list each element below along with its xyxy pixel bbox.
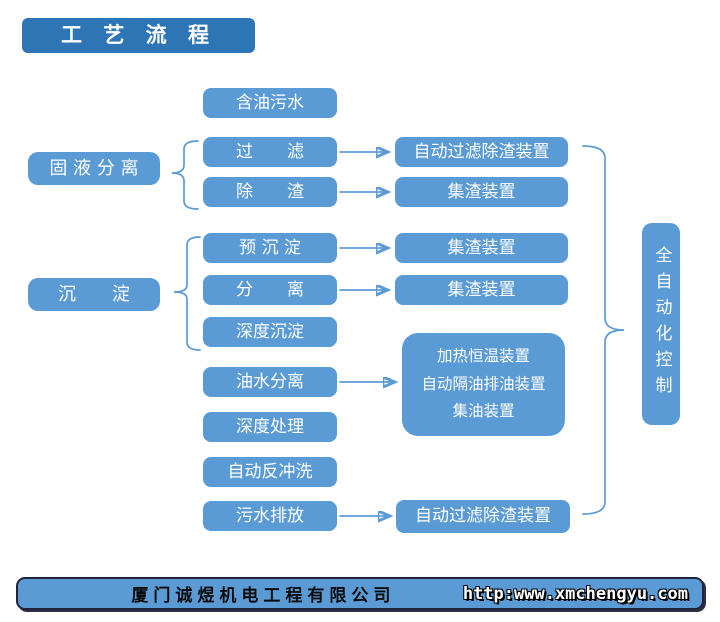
box-deep-treatment: 深度处理 [203, 412, 337, 442]
box-slag-collection-device-3: 集渣装置 [395, 275, 568, 305]
combo-line-oil-collect: 集油装置 [452, 402, 515, 421]
box-oil-water-separation: 油水分离 [203, 367, 337, 397]
box-filtration: 过 滤 [203, 137, 337, 167]
box-auto-filter-deslag-device-top: 自动过滤除渣装置 [395, 137, 568, 167]
box-separation: 分 离 [203, 275, 337, 305]
box-oil-handling-devices: 加热恒温装置 自动隔油排油装置 集油装置 [402, 333, 565, 436]
box-sedimentation: 沉 淀 [28, 278, 160, 311]
combo-line-heating: 加热恒温装置 [436, 347, 530, 366]
box-auto-backwash: 自动反冲洗 [203, 457, 337, 487]
box-full-automatic-control: 全自动化控制 [642, 223, 680, 425]
brace-auto-control [582, 145, 625, 515]
footer-bar: 厦门诚煜机电工程有限公司 http:www.xmchengyu.com [16, 577, 704, 610]
box-pre-sedimentation: 预 沉 淀 [203, 233, 337, 263]
page-title: 工 艺 流 程 [22, 18, 255, 53]
company-name: 厦门诚煜机电工程有限公司 [131, 586, 396, 606]
box-deep-sedimentation: 深度沉淀 [203, 317, 337, 347]
website-url: http:www.xmchengyu.com [462, 583, 688, 604]
combo-line-oil-drain: 自动隔油排油装置 [421, 374, 546, 393]
brace-sediment-group [173, 236, 201, 351]
box-slag-removal: 除 渣 [203, 177, 337, 207]
box-wastewater-discharge: 污水排放 [203, 501, 337, 531]
box-oily-wastewater: 含油污水 [203, 88, 337, 118]
box-solid-liquid-separation: 固 液 分 离 [28, 152, 160, 185]
box-slag-collection-device-1: 集渣装置 [395, 177, 568, 207]
brace-solid-liquid-group [171, 140, 199, 210]
box-auto-filter-deslag-device-bottom: 自动过滤除渣装置 [396, 500, 570, 533]
box-slag-collection-device-2: 集渣装置 [395, 233, 568, 263]
